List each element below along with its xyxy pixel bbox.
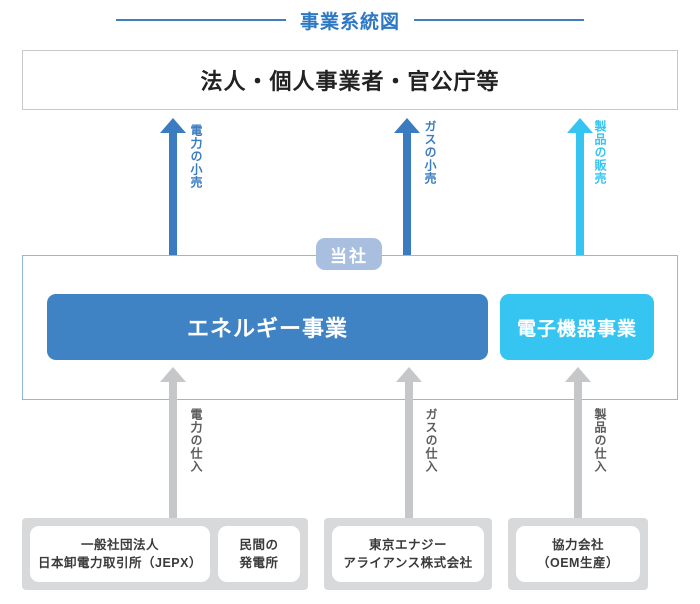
page-title: 事業系統図 [299,11,400,33]
procurement-arrow-label-product: 製品の仕入 [593,408,607,473]
company-badge: 当社 [316,238,382,270]
sales-arrow-electricity-retail [160,118,186,255]
supplier-group-gas: 東京エナジー アライアンス株式会社 [324,518,492,590]
supplier-card-line2: アライアンス株式会社 [343,556,473,570]
customers-box: 法人・個人事業者・官公庁等 [22,50,678,110]
customers-label: 法人・個人事業者・官公庁等 [200,69,500,94]
procurement-arrow-gas [396,367,422,519]
arrow-head-icon [396,367,422,382]
supplier-card[interactable]: 一般社団法人 日本卸電力取引所（JEPX） [30,526,210,582]
supplier-group-product: 協力会社 （OEM生産） [508,518,648,590]
arrow-shaft [403,132,411,255]
procurement-arrow-product [565,367,591,519]
supplier-group-electricity: 一般社団法人 日本卸電力取引所（JEPX） 民間の 発電所 [22,518,308,590]
business-unit-energy[interactable]: エネルギー事業 [47,294,488,360]
sales-arrow-label-product-sales: 製品の販売 [593,120,607,185]
sales-arrow-label-electricity-retail: 電力の小売 [189,124,203,189]
supplier-card[interactable]: 民間の 発電所 [218,526,300,582]
sales-arrow-product-sales [567,118,593,255]
business-unit-device[interactable]: 電子機器事業 [500,294,654,360]
title-rule-right [414,19,584,21]
supplier-card[interactable]: 東京エナジー アライアンス株式会社 [332,526,484,582]
supplier-card-line2: （OEM生産） [537,556,619,570]
procurement-arrow-label-electricity: 電力の仕入 [189,408,203,473]
procurement-arrow-electricity [160,367,186,519]
sales-arrow-gas-retail [394,118,420,255]
business-unit-device-label: 電子機器事業 [516,318,637,340]
arrow-shaft [169,381,177,519]
arrow-head-icon [567,118,593,133]
arrow-shaft [405,381,413,519]
supplier-card-line1: 民間の [239,537,279,552]
supplier-card-line1: 東京エナジー [368,537,447,552]
arrow-head-icon [394,118,420,133]
arrow-head-icon [160,367,186,382]
diagram-title-row: 事業系統図 [0,5,700,35]
title-rule-left [115,19,286,21]
procurement-arrow-label-gas: ガスの仕入 [424,408,438,473]
sales-arrow-label-gas-retail: ガスの小売 [423,120,437,185]
arrow-head-icon [160,118,186,133]
arrow-shaft [576,132,584,255]
supplier-card-line1: 協力会社 [551,537,604,552]
business-unit-energy-label: エネルギー事業 [186,316,348,341]
supplier-card-line2: 日本卸電力取引所（JEPX） [38,556,202,570]
arrow-shaft [169,132,177,255]
supplier-card[interactable]: 協力会社 （OEM生産） [516,526,640,582]
arrow-head-icon [565,367,591,382]
supplier-card-line1: 一般社団法人 [80,537,159,552]
supplier-card-line2: 発電所 [239,556,279,570]
arrow-shaft [574,381,582,519]
